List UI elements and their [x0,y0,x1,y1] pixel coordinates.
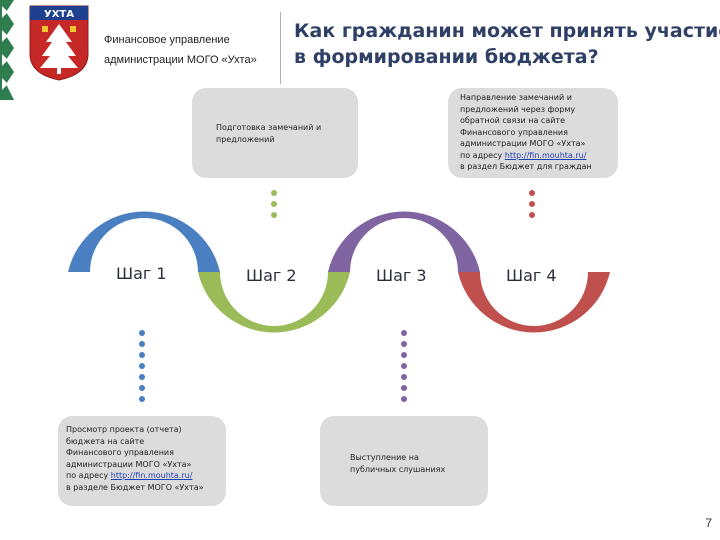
review-address-line: по адресу http://fin.mouhta.ru/ [66,470,226,482]
step-2-arc [198,272,350,333]
header-divider [280,12,281,84]
review-address-prefix: по адресу [66,471,111,480]
connector-dot [139,385,145,391]
connector-dot [139,396,145,402]
step-1-label: Шаг 1 [116,264,167,283]
prepare-comments-box: Подготовка замечаний и предложений [192,88,358,178]
public-hearings-box: Выступление на публичных слушаниях [320,416,488,506]
connector-dots-step4 [529,190,535,223]
send-comments-box: Направление замечаний и предложений чере… [448,88,618,178]
corner-ornament [0,0,22,100]
connector-dot [271,190,277,196]
step-4-label: Шаг 4 [506,266,557,285]
connector-dot [139,352,145,358]
title-line-1: Как гражданин может принять участие [294,20,720,42]
connector-dot [401,374,407,380]
send-line: предложений через форму [460,104,576,114]
connector-dots-step2 [271,190,277,223]
title-line-2: в формировании бюджета? [294,46,599,68]
send-line: в раздел Бюджет для граждан [460,162,592,171]
review-line: Просмотр проекта (отчета) [66,425,182,434]
review-line: бюджета на сайте [66,436,145,446]
connector-dot [271,212,277,218]
send-address-prefix: по адресу [460,150,505,160]
connector-dot [139,330,145,336]
send-line: Финансового управления [460,127,568,137]
send-line: обратной связи на сайте [460,116,566,125]
review-line: в разделе Бюджет МОГО «Ухта» [66,482,204,492]
city-emblem-logo: УХТА [29,5,89,81]
connector-dots-step1 [139,330,145,407]
org-line-1: Финансовое управление [104,34,230,46]
connector-dot [271,201,277,207]
send-line: администрации МОГО «Ухта» [460,139,586,148]
emblem-text: УХТА [44,9,74,20]
review-budget-box: Просмотр проекта (отчета) бюджета на сай… [58,416,226,506]
connector-dot [529,190,535,196]
speak-line: публичных слушаниях [350,464,446,474]
connector-dot [401,341,407,347]
connector-dot [401,330,407,336]
step-4-arc [458,272,610,333]
connector-dots-step3 [401,330,407,407]
step-2-label: Шаг 2 [246,266,297,285]
step-3-label: Шаг 3 [376,266,427,285]
step-1-arc [68,211,220,272]
review-line: администрации МОГО «Ухта» [66,459,192,469]
review-site-link[interactable]: http://fin.mouhta.ru/ [110,471,193,480]
connector-dot [401,363,407,369]
connector-dot [529,212,535,218]
connector-dot [139,341,145,347]
send-site-link[interactable]: http://fin.mouhta.ru/ [504,150,587,160]
speak-line: Выступление на [350,453,419,462]
connector-dot [401,352,407,358]
send-line: Направление замечаний и [460,93,572,102]
page-number: 7 [705,516,712,530]
connector-dot [139,363,145,369]
send-address-line: по адресу http://fin.mouhta.ru/ [460,150,618,162]
page-title: Как гражданин может принять участие в фо… [294,18,720,70]
prepare-line: Подготовка замечаний и [216,123,322,132]
connector-dot [401,396,407,402]
organization-name: Финансовое управление администрации МОГО… [104,30,274,70]
step-3-arc [328,211,480,272]
connector-dot [139,374,145,380]
connector-dot [401,385,407,391]
review-line: Финансового управления [66,448,174,457]
connector-dot [529,201,535,207]
org-line-2: администрации МОГО «Ухта» [104,54,257,66]
prepare-line: предложений [216,134,275,144]
